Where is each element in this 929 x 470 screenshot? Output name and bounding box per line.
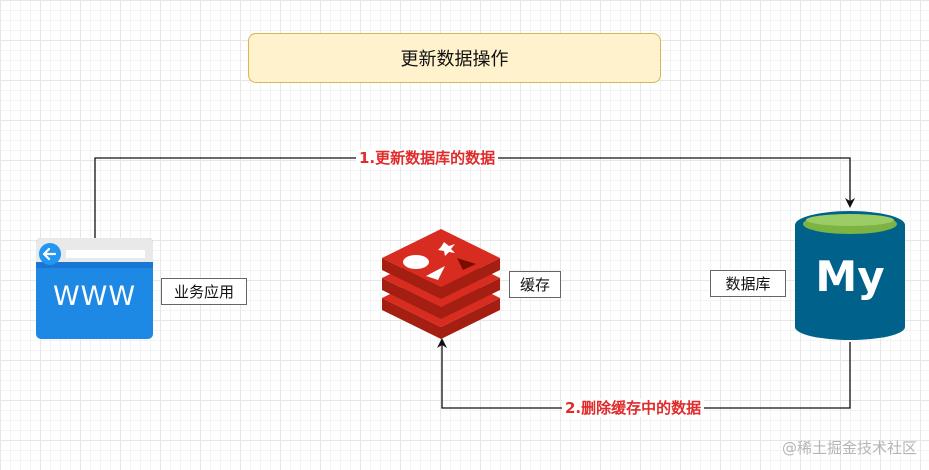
- www-icon-text: WWW: [52, 281, 137, 312]
- cache-label: 缓存: [509, 271, 561, 298]
- edge-delete-cache: [437, 338, 851, 409]
- edge-label-update-db: 1.更新数据库的数据: [356, 149, 499, 167]
- db-label: 数据库: [710, 270, 786, 297]
- mysql-cylinder-icon: [795, 211, 905, 340]
- browser-window-icon: [36, 238, 153, 339]
- app-label: 业务应用: [161, 278, 247, 305]
- redis-icon: [382, 229, 500, 339]
- edge-update-db: [94, 157, 855, 238]
- watermark: @稀土掘金技术社区: [781, 439, 917, 457]
- edge-label-delete-cache: 2.删除缓存中的数据: [562, 399, 705, 417]
- mysql-icon-text: My: [815, 252, 885, 301]
- diagram-title: 更新数据操作: [248, 33, 661, 83]
